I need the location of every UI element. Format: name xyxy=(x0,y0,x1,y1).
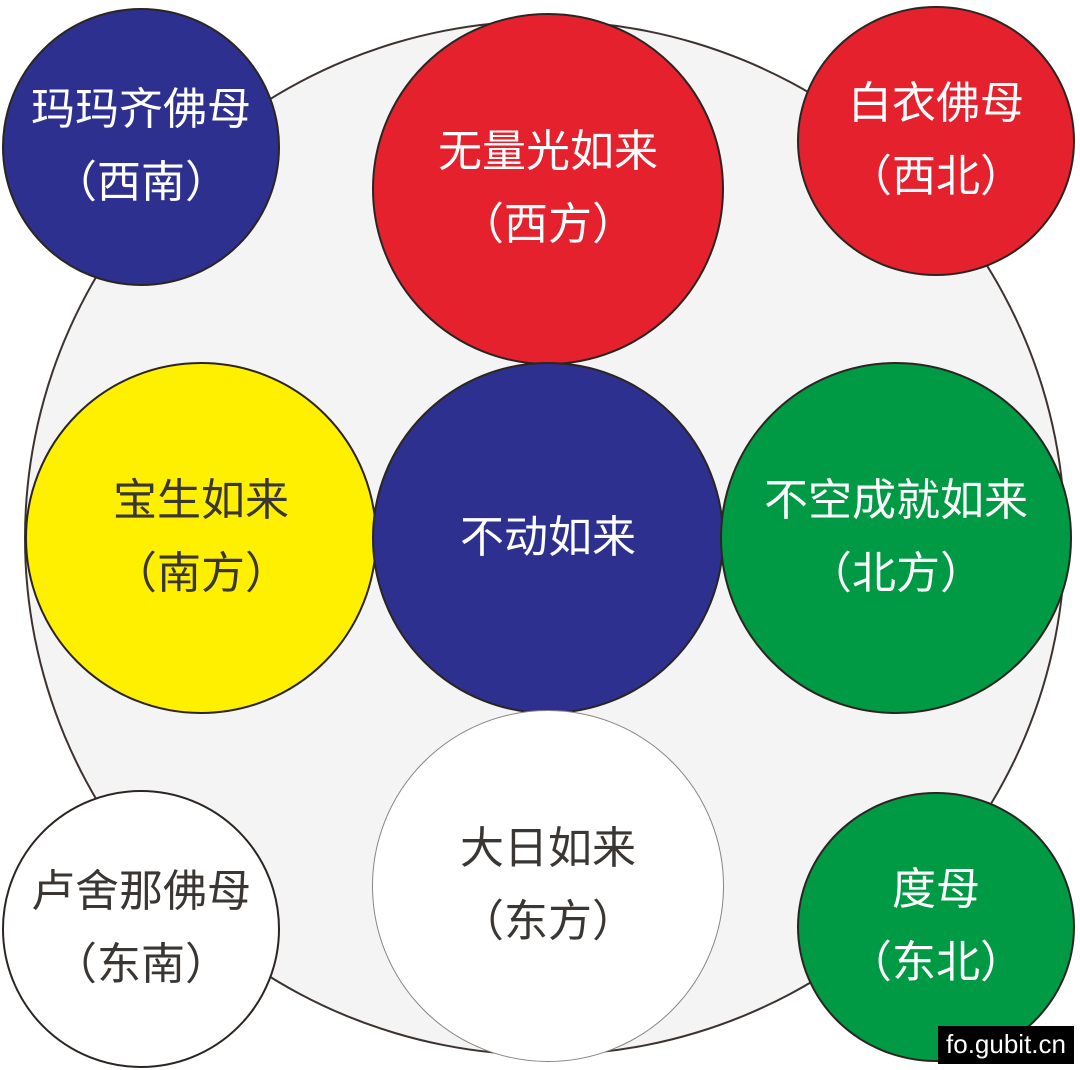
node-name: 卢舍那佛母 xyxy=(31,866,251,918)
node-name: 无量光如来 xyxy=(438,126,658,178)
node-southwest-consort: 玛玛齐佛母 （西南） xyxy=(2,8,280,286)
node-direction: （东南） xyxy=(53,939,229,990)
node-southeast-consort: 卢舍那佛母 （东南） xyxy=(2,790,280,1068)
node-northwest-consort: 白衣佛母 （西北） xyxy=(797,6,1075,276)
node-name: 不动如来 xyxy=(460,511,636,563)
node-south: 宝生如来 （南方） xyxy=(25,362,377,714)
node-name: 白衣佛母 xyxy=(848,78,1024,130)
node-direction: （东北） xyxy=(848,937,1024,988)
node-name: 不空成就如来 xyxy=(764,475,1028,527)
node-direction: （东方） xyxy=(460,896,636,947)
node-northeast-consort: 度母 （东北） xyxy=(797,792,1075,1062)
node-center: 不动如来 xyxy=(372,362,724,714)
node-direction: （西南） xyxy=(53,157,229,208)
node-name: 大日如来 xyxy=(460,823,636,875)
node-direction: （北方） xyxy=(808,548,984,599)
watermark-label: fo.gubit.cn xyxy=(938,1025,1074,1064)
node-direction: （南方） xyxy=(113,548,289,599)
node-name: 玛玛齐佛母 xyxy=(31,84,251,136)
node-direction: （西方） xyxy=(460,199,636,250)
node-north: 不空成就如来 （北方） xyxy=(720,362,1072,714)
node-name: 度母 xyxy=(892,864,980,916)
node-west: 无量光如来 （西方） xyxy=(372,13,724,365)
node-direction: （西北） xyxy=(848,151,1024,202)
node-east: 大日如来 （东方） xyxy=(372,710,724,1062)
node-name: 宝生如来 xyxy=(113,475,289,527)
